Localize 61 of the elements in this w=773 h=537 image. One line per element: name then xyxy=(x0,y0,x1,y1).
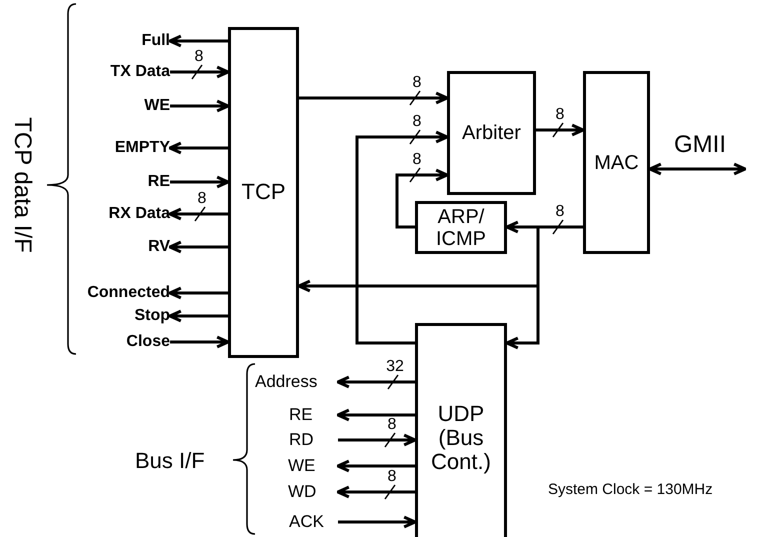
arrow xyxy=(168,34,228,48)
signal-label: Connected xyxy=(74,283,170,303)
arrow xyxy=(170,176,230,188)
edge-label: 8 xyxy=(388,417,396,433)
signal-label: Stop xyxy=(79,306,170,326)
note-text: System Clock = 130MHz xyxy=(548,482,713,497)
block-label: ARP/ ICMP xyxy=(435,206,487,250)
arrow xyxy=(168,142,228,154)
arrow xyxy=(170,100,230,112)
edge-label: 8 xyxy=(556,107,564,123)
arrow xyxy=(536,124,585,136)
arrow xyxy=(336,460,415,472)
arrow xyxy=(168,286,228,300)
signal-label: TX Data xyxy=(91,62,170,82)
block-label: Arbiter xyxy=(462,122,521,144)
signal-label: Close xyxy=(79,332,170,352)
edge-label: 8 xyxy=(556,204,564,220)
edge-label: 8 xyxy=(198,191,206,207)
interface-label: TCP data I/F xyxy=(10,117,34,253)
edge-label: 8 xyxy=(412,152,422,168)
block-box xyxy=(447,71,536,195)
arrow xyxy=(336,486,415,498)
block-box xyxy=(415,323,507,537)
edge-label: 32 xyxy=(386,359,404,375)
block-label: MAC xyxy=(594,152,639,174)
arrow xyxy=(338,434,417,446)
arrow xyxy=(168,310,228,322)
block-box xyxy=(228,27,299,358)
signal-label: RE xyxy=(289,404,338,426)
arrow xyxy=(338,516,417,528)
signal-label: RD xyxy=(289,429,338,451)
signal-label: RX Data xyxy=(91,204,170,224)
signal-label: Address xyxy=(255,371,338,393)
signal-label: EMPTY xyxy=(91,138,170,158)
signal-label: RE xyxy=(91,172,170,192)
signal-label: WD xyxy=(288,481,338,503)
interface-label: Bus I/F xyxy=(135,450,205,472)
arrow xyxy=(336,376,415,388)
arrow xyxy=(396,168,449,228)
edge-label: 8 xyxy=(194,49,204,65)
arrow xyxy=(356,130,449,344)
arrow xyxy=(336,408,415,422)
arrow xyxy=(648,162,747,176)
signal-label: WE xyxy=(91,96,170,116)
signal-label: RV xyxy=(91,237,170,257)
edge-label: 8 xyxy=(412,75,422,91)
block-label: TCP xyxy=(242,180,286,205)
signal-label: WE xyxy=(288,455,338,477)
signal-label: ACK xyxy=(289,511,338,533)
block-label: UDP (Bus Cont.) xyxy=(430,402,492,474)
block-box xyxy=(415,201,507,254)
arrow xyxy=(170,66,230,78)
edge-label: 8 xyxy=(412,114,422,130)
edge-label: GMII xyxy=(674,133,726,157)
arrow xyxy=(168,208,228,220)
signal-label: Full xyxy=(93,31,170,51)
arrow xyxy=(168,240,228,254)
edge-label: 8 xyxy=(388,469,396,485)
block-box xyxy=(583,71,650,254)
arrow xyxy=(170,336,230,348)
arrow xyxy=(299,92,449,104)
